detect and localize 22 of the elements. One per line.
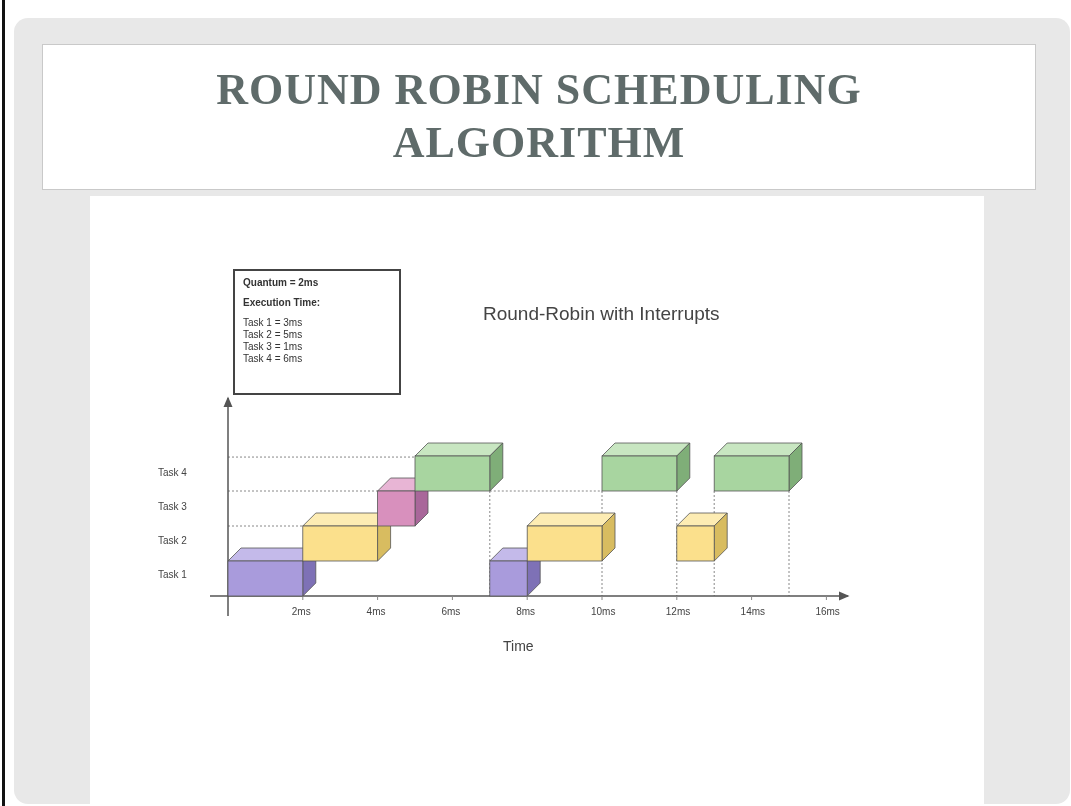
tick-label: 6ms [441, 606, 461, 617]
info-box [233, 269, 401, 395]
info-text: Task 3 = 1ms [243, 341, 304, 353]
info-text: Quantum = 2ms [243, 277, 320, 289]
tick-label: 12ms [665, 606, 691, 617]
slide-title: ROUND ROBIN SCHEDULING ALGORITHM [215, 64, 863, 169]
axis-label: Task 3 [158, 501, 187, 512]
axis-title: Time [503, 638, 534, 654]
tick-label: 10ms [591, 606, 616, 617]
info-text: Task 4 = 6ms [243, 353, 304, 365]
axis-label: Task 1 [158, 569, 187, 580]
tick-label: 2ms [291, 606, 311, 617]
tick-label: 8ms [516, 606, 536, 617]
axis-label: Task 2 [158, 535, 187, 546]
tick-label: 16ms [815, 606, 840, 617]
info-text: Task 1 = 3ms [243, 317, 304, 329]
chart-title: Round-Robin with Interrupts [483, 303, 720, 325]
axis-label: Task 4 [158, 467, 187, 478]
tick-label: 4ms [366, 606, 386, 617]
tick-label: 14ms [740, 606, 766, 617]
info-text: Task 2 = 5ms [243, 329, 304, 341]
info-text: Execution Time: [243, 297, 322, 309]
